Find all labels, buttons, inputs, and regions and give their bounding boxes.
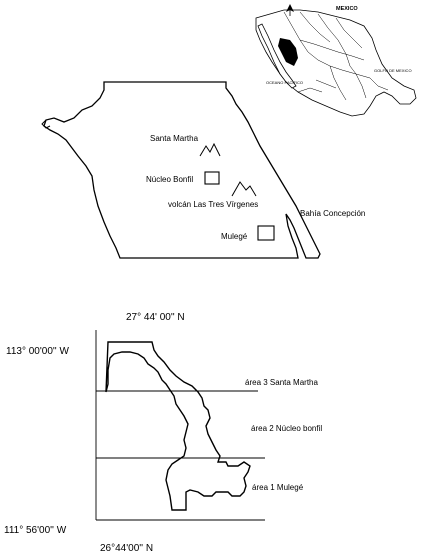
inset-ocean-label: OCEANO PACIFICO [266, 80, 303, 85]
state-boundaries [283, 11, 389, 101]
inset-gulf-label: GOLFO DE MEXICO [374, 68, 412, 73]
inset-country-label: MEXICO [336, 6, 358, 12]
mountain-icon-santa-martha [199, 142, 221, 157]
label-nucleo-bonfil: Núcleo Bonfil [146, 175, 193, 184]
label-mulege: Mulegé [221, 232, 248, 241]
study-region-highlight [278, 38, 298, 66]
label-area-2: área 2 Núcleo bonfil [251, 424, 322, 433]
label-santa-martha: Santa Martha [150, 134, 199, 143]
region-outline [43, 81, 321, 259]
north-arrow-icon [286, 4, 294, 16]
mountain-icon-volcan [231, 181, 257, 197]
coord-label-left-bottom: 111° 56'00'' W [4, 525, 67, 536]
inset-map-mexico: MEXICO OCEANO PACIFICO GOLFO DE MEXICO [255, 4, 417, 117]
label-volcan: volcán Las Tres Vírgenes [168, 200, 258, 209]
label-bahia-concepcion: Bahía Concepción [300, 209, 365, 218]
coord-label-top: 27° 44' 00'' N [126, 312, 185, 323]
square-marker-mulege [257, 225, 275, 241]
region-map: Santa Martha Núcleo Bonfil volcán Las Tr… [41, 81, 365, 259]
label-area-3: área 3 Santa Martha [245, 378, 318, 387]
coord-label-left-top: 113° 00'00'' W [6, 346, 69, 357]
region-edge-detail [41, 119, 51, 129]
study-area-outline [105, 341, 251, 511]
coord-label-bottom: 26°44'00'' N [100, 543, 153, 554]
baja-california-peninsula [257, 23, 297, 89]
square-marker-nucleo-bonfil [204, 171, 220, 185]
study-area-map: 27° 44' 00'' N 113° 00'00'' W 111° 56'00… [4, 312, 322, 554]
label-area-1: área 1 Mulegé [252, 483, 304, 492]
